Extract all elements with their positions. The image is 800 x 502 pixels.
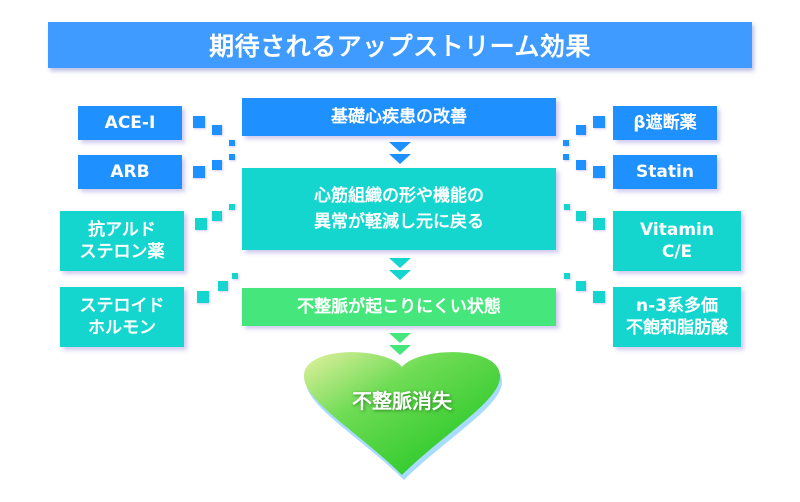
flow-step-label-line: 異常が軽減し元に戻る xyxy=(314,212,484,232)
flow-step-arrhythmia-resistant: 不整脈が起こりにくい状態 xyxy=(242,288,556,326)
item-label-line: n-3系多価 xyxy=(636,296,718,316)
item-label: ACE-I xyxy=(104,113,156,133)
flow-step-label: 基礎心疾患の改善 xyxy=(331,107,467,127)
heart-icon xyxy=(303,352,503,480)
left-item-arb: ARB xyxy=(78,155,182,189)
left-item-steroid-hormone: ステロイド ホルモン xyxy=(60,287,184,347)
item-label-line: Vitamin xyxy=(640,220,714,240)
item-label-line: ステロイド xyxy=(79,296,165,316)
result-label: 不整脈消失 xyxy=(352,389,452,413)
left-item-ace-i: ACE-I xyxy=(78,106,182,140)
right-item-beta-blocker: β遮断薬 xyxy=(613,106,717,140)
item-label-line: ホルモン xyxy=(88,318,156,338)
item-label-line: ステロン薬 xyxy=(79,242,165,262)
right-item-n3-pufa: n-3系多価 不飽和脂肪酸 xyxy=(613,287,741,347)
right-item-vitamin-ce: Vitamin C/E xyxy=(613,211,741,271)
diagram-title: 期待されるアップストリーム効果 xyxy=(48,22,752,68)
flow-step-label-line: 心筋組織の形や機能の xyxy=(314,186,484,206)
item-label-line: 抗アルド xyxy=(88,220,156,240)
right-item-statin: Statin xyxy=(613,155,717,189)
item-label-line: C/E xyxy=(661,242,693,262)
item-label-line: 不飽和脂肪酸 xyxy=(626,318,728,338)
item-label: Statin xyxy=(636,162,694,182)
flow-step-label: 不整脈が起こりにくい状態 xyxy=(297,297,501,317)
flow-step-underlying-disease: 基礎心疾患の改善 xyxy=(242,98,556,136)
left-item-anti-aldosterone: 抗アルド ステロン薬 xyxy=(60,211,184,271)
result-heart: 不整脈消失 xyxy=(296,345,508,480)
item-label: ARB xyxy=(110,162,150,182)
item-label: β遮断薬 xyxy=(633,113,697,133)
flow-step-myocardial-recovery: 心筋組織の形や機能の 異常が軽減し元に戻る xyxy=(242,168,556,250)
